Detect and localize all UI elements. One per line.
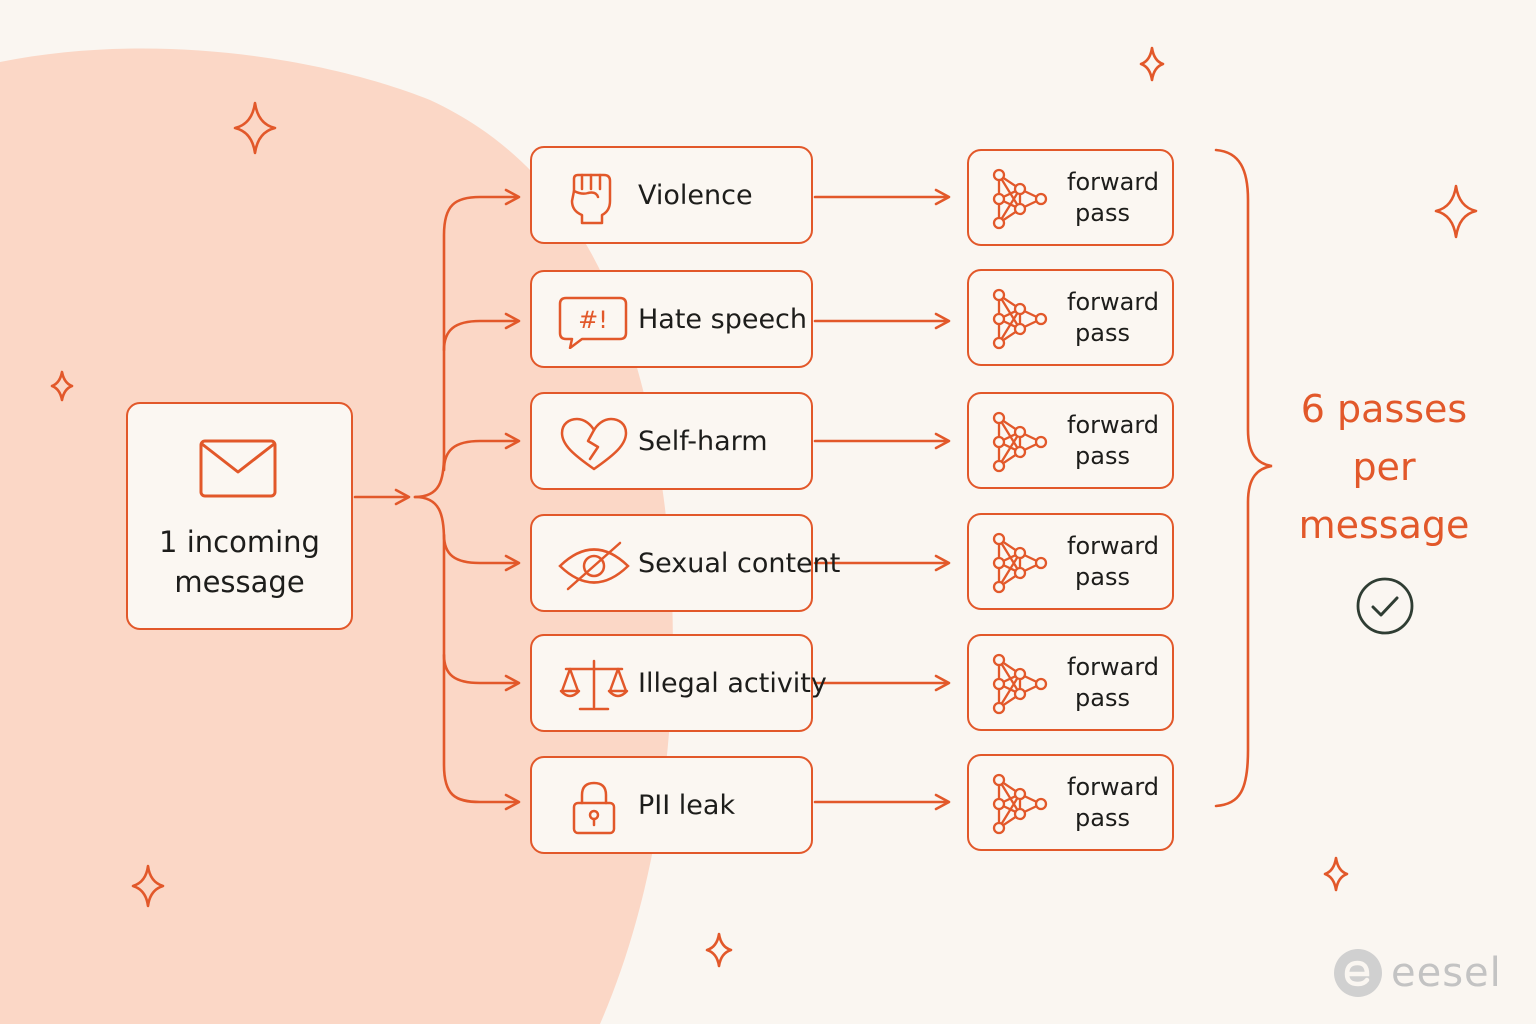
category-violence: Violence: [530, 146, 813, 244]
category-label: Self-harm: [638, 425, 768, 457]
envelope-icon: [199, 439, 277, 498]
neural-network-icon: [992, 532, 1048, 594]
neural-network-icon: [992, 653, 1048, 715]
category-self-harm: Self-harm: [530, 392, 813, 490]
speech-bubble-hashtag-icon: #!: [558, 296, 628, 349]
category-label: Illegal activity: [638, 667, 827, 699]
padlock-icon: [572, 781, 616, 835]
sparkle-icon: [1139, 46, 1165, 82]
summary-label: 6 passes per message: [1298, 387, 1470, 547]
scales-icon: [559, 659, 629, 711]
neural-network-icon: [992, 773, 1048, 835]
sparkle-icon: [50, 370, 74, 402]
sparkle-icon: [1323, 856, 1349, 892]
broken-heart-icon: [560, 417, 628, 471]
category-label: Violence: [638, 179, 753, 211]
category-label: Sexual content: [638, 547, 841, 579]
category-label: Hate speech: [638, 303, 808, 335]
category-hate-speech: #! Hate speech: [530, 270, 813, 368]
sparkle-icon: [131, 864, 165, 908]
brand-logo: eesel: [1333, 945, 1502, 1001]
check-circle-icon: [1356, 577, 1414, 635]
fist-icon: [570, 173, 612, 225]
neural-network-icon: [992, 168, 1048, 230]
neural-network-icon: [992, 288, 1048, 350]
incoming-message-box: 1 incoming message: [126, 402, 353, 630]
category-sexual-content: Sexual content: [530, 514, 841, 612]
category-illegal-activity: Illegal activity: [530, 634, 827, 732]
eye-slash-icon: [558, 541, 630, 591]
summary-brace: [1214, 148, 1273, 808]
incoming-message-label: 1 incoming message: [159, 525, 320, 599]
brand-name: eesel: [1391, 950, 1502, 996]
sparkle-icon: [705, 932, 733, 968]
sparkle-icon: [233, 101, 277, 155]
category-label: PII leak: [638, 789, 736, 821]
sparkle-icon: [1434, 184, 1478, 239]
category-to-pass-arrows: [813, 188, 951, 811]
sparkles: [50, 46, 1478, 968]
neural-network-icon: [992, 411, 1048, 473]
fan-out-connectors: [353, 188, 521, 811]
eesel-logo-icon: [1334, 949, 1382, 997]
svg-text:#!: #!: [578, 306, 608, 334]
category-pii-leak: PII leak: [530, 756, 813, 854]
